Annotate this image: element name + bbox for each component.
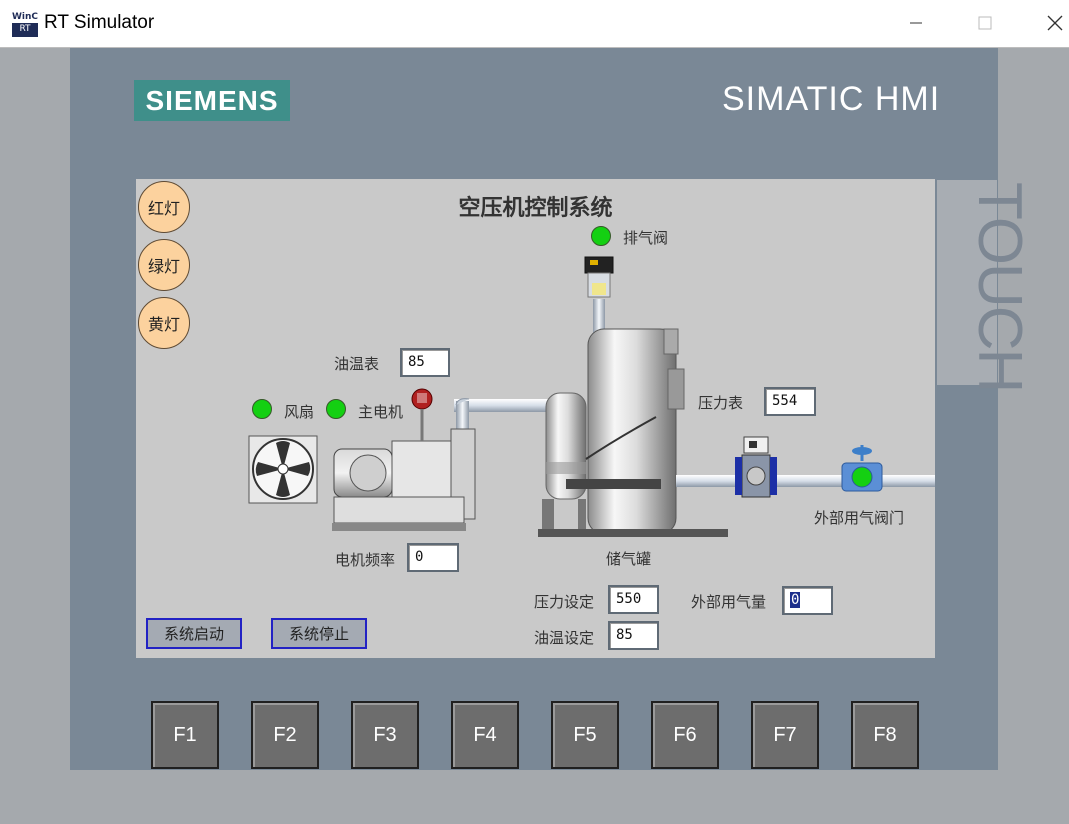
simatic-hmi-label: SIMATIC HMI xyxy=(722,80,941,118)
oil-temp-gauge-label: 油温表 xyxy=(334,355,380,373)
siemens-logo: SIEMENS xyxy=(134,80,290,121)
external-air-usage-value: 0 xyxy=(790,592,801,608)
storage-tank-label: 储气罐 xyxy=(606,550,652,568)
system-stop-button[interactable]: 系统停止 xyxy=(271,618,367,649)
fan-indicator xyxy=(252,399,272,419)
motor-compressor xyxy=(332,428,476,531)
flow-meter xyxy=(735,436,777,498)
f2-key[interactable]: F2 xyxy=(251,701,319,769)
process-graphic xyxy=(248,256,935,537)
pressure-set-input[interactable]: 550 xyxy=(608,585,659,614)
maximize-icon xyxy=(978,16,992,30)
oil-temp-gauge-value: 85 xyxy=(400,348,450,377)
external-air-usage-label: 外部用气量 xyxy=(691,593,767,611)
app-icon: WinC RT xyxy=(12,11,38,37)
pressure-set-label: 压力设定 xyxy=(534,593,595,611)
pressure-gauge-value: 554 xyxy=(764,387,816,416)
main-motor-indicator xyxy=(326,399,346,419)
f5-key[interactable]: F5 xyxy=(551,701,619,769)
green-light-button[interactable]: 绿灯 xyxy=(138,239,190,291)
f3-key[interactable]: F3 xyxy=(351,701,419,769)
f6-key[interactable]: F6 xyxy=(651,701,719,769)
hmi-screen: 空压机控制系统 红灯 绿灯 黄灯 排气阀 油温表 85 风扇 主电机 压力表 5… xyxy=(136,179,935,658)
external-valve xyxy=(841,445,883,492)
fan-unit xyxy=(248,435,318,504)
exhaust-valve-label: 排气阀 xyxy=(623,229,669,247)
separator-tank xyxy=(542,392,587,529)
exhaust-pipe xyxy=(593,299,605,334)
close-button[interactable] xyxy=(1037,8,1069,38)
window-titlebar: WinC RT RT Simulator xyxy=(0,0,1069,48)
motor-freq-label: 电机频率 xyxy=(335,551,396,569)
maximize-button[interactable] xyxy=(967,8,1003,38)
touch-label: TOUCH xyxy=(965,182,1034,392)
minimize-icon xyxy=(910,22,922,24)
minimize-button[interactable] xyxy=(898,8,934,38)
close-icon xyxy=(1047,15,1063,31)
app-icon-text-bottom: RT xyxy=(19,24,31,34)
pressure-gauge-label: 压力表 xyxy=(698,394,744,412)
app-icon-text-top: WinC xyxy=(12,11,39,23)
f7-key[interactable]: F7 xyxy=(751,701,819,769)
main-motor-label: 主电机 xyxy=(358,403,404,421)
f1-key[interactable]: F1 xyxy=(151,701,219,769)
exhaust-valve xyxy=(584,256,614,298)
motor-freq-input[interactable]: 0 xyxy=(407,543,459,572)
external-air-usage-input[interactable]: 0 xyxy=(782,586,833,615)
screen-title: 空压机控制系统 xyxy=(458,196,613,221)
external-valve-label: 外部用气阀门 xyxy=(814,509,905,527)
touch-strip xyxy=(937,180,997,385)
f4-key[interactable]: F4 xyxy=(451,701,519,769)
fan-label: 风扇 xyxy=(284,403,315,421)
window-title: RT Simulator xyxy=(44,12,155,33)
oil-temp-set-label: 油温设定 xyxy=(534,629,595,647)
red-light-button[interactable]: 红灯 xyxy=(138,181,190,233)
oil-temp-sensor xyxy=(411,388,433,441)
inlet-pipe xyxy=(454,398,548,435)
system-start-button[interactable]: 系统启动 xyxy=(146,618,242,649)
oil-temp-set-input[interactable]: 85 xyxy=(608,621,659,650)
storage-tank xyxy=(538,328,728,537)
exhaust-valve-indicator xyxy=(591,226,611,246)
outlet-pipe xyxy=(676,475,935,487)
f8-key[interactable]: F8 xyxy=(851,701,919,769)
yellow-light-button[interactable]: 黄灯 xyxy=(138,297,190,349)
